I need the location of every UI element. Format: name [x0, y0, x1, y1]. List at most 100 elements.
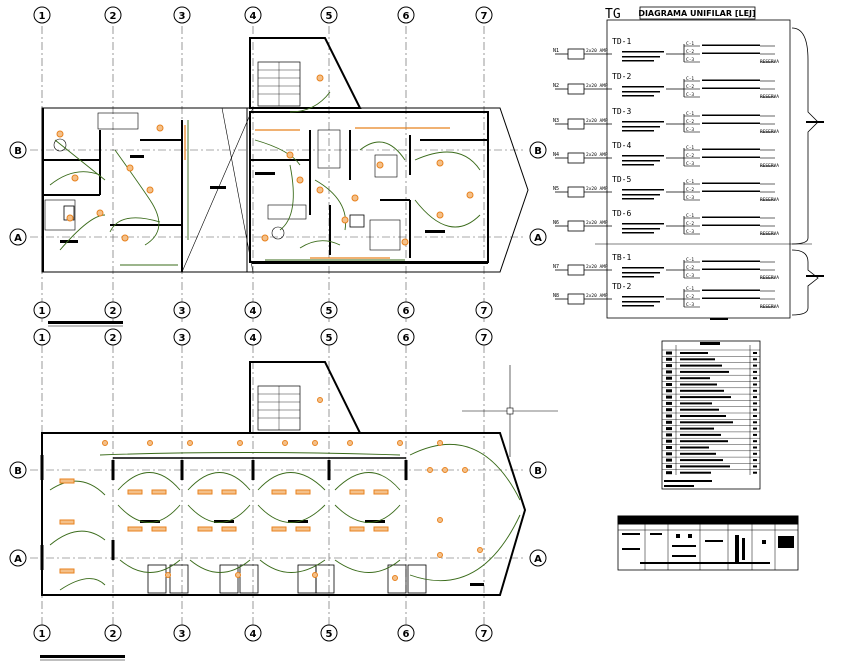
circuit-label: C-1: [686, 286, 694, 292]
circuit-label: C-2: [686, 221, 694, 227]
circuit-spec-line: [702, 114, 760, 116]
spec-line: [622, 56, 660, 58]
spec-line: [622, 160, 660, 162]
circuit-label: C-1: [686, 145, 694, 151]
breaker-rating-label: 2x20 AMP: [586, 220, 608, 226]
breaker-box: [567, 220, 585, 232]
legend-symbol: [666, 439, 672, 443]
legend-description: [680, 389, 724, 392]
circuit-label: C-3: [686, 273, 694, 279]
legend-description: [680, 440, 728, 443]
axis-col-label: 4: [250, 11, 257, 22]
spec-line: [622, 86, 664, 88]
legend-symbol: [666, 389, 672, 393]
outlet-runs-upper: [184, 125, 450, 259]
legend-symbol: [666, 464, 672, 468]
spec-line: [622, 305, 654, 307]
legend-symbol: [666, 383, 672, 386]
spec-line: [622, 130, 654, 132]
axis-col-label: 5: [326, 306, 333, 317]
axis-col-label: 7: [481, 629, 488, 640]
board-label: TD-6: [612, 209, 631, 218]
legend-code: [753, 427, 757, 430]
legend-description: [680, 364, 722, 367]
legend-description: [680, 433, 721, 436]
axis-col-label: 1: [39, 11, 46, 22]
axis-col-label: 2: [110, 333, 117, 344]
circuit-label: C-2: [686, 84, 694, 90]
feeder-cable-label: N3: [553, 118, 559, 124]
axis-row-label: B: [14, 466, 22, 477]
legend-code: [753, 358, 757, 361]
breaker-rating-label: 2x20 AMP: [586, 264, 608, 270]
breaker-box: [567, 186, 585, 198]
circuit-label: C-3: [686, 92, 694, 98]
circuit-spec-line: [702, 260, 760, 262]
spec-line: [622, 296, 664, 298]
plan-title-bar-upper: [48, 321, 123, 327]
axis-col-label: 6: [403, 11, 410, 22]
spec-line: [622, 121, 664, 123]
tg-label: TG: [605, 7, 621, 22]
spec-line: [622, 194, 660, 196]
axis-col-label: 6: [403, 306, 410, 317]
legend-description: [680, 377, 710, 380]
board-label: TD-4: [612, 141, 631, 150]
circuit-spec-line: [702, 182, 760, 184]
legend-code: [753, 459, 757, 462]
breaker-box: [567, 83, 585, 95]
circuit-label: C-2: [686, 265, 694, 271]
legend-code: [753, 389, 757, 392]
axis-col-label: 6: [403, 629, 410, 640]
axis-col-label: 5: [326, 629, 333, 640]
breaker-box: [567, 152, 585, 164]
circuit-spec-line: [702, 122, 760, 124]
circuit-label: C-1: [686, 257, 694, 263]
lighting-fixtures-lower: [59, 397, 483, 581]
legend-symbol: [666, 452, 672, 456]
circuit-spec-line: [702, 289, 760, 291]
axis-col-label: 3: [179, 333, 186, 344]
spec-line: [622, 232, 654, 234]
feeder-cable-label: N7: [553, 264, 559, 270]
axis-col-label: 2: [110, 629, 117, 640]
axis-col-label: 3: [179, 306, 186, 317]
spec-line: [622, 228, 660, 230]
legend-description: [680, 408, 719, 411]
axis-col-label: 1: [39, 306, 46, 317]
circuit-label: C-3: [686, 127, 694, 133]
circuit-label: C-3: [686, 229, 694, 235]
spec-line: [622, 95, 654, 97]
legend-symbol: [666, 420, 672, 424]
legend-symbol: [666, 351, 672, 355]
floor-plan-lower: [40, 361, 527, 596]
circuit-wiring-upper: [49, 91, 481, 266]
legend-description: [680, 452, 716, 455]
legend-description: [680, 415, 726, 417]
board-label: TD-2: [612, 72, 631, 81]
breaker-rating-label: 2x20 AMP: [586, 152, 608, 158]
legend-table: [661, 340, 761, 490]
breaker-box: [567, 48, 585, 60]
axis-col-label: 7: [481, 333, 488, 344]
circuit-label: C-2: [686, 153, 694, 159]
legend-code: [753, 471, 757, 474]
breaker-rating-label: 2x20 AMP: [586, 186, 608, 192]
axis-row-label: B: [14, 146, 22, 157]
circuit-label: C-2: [686, 187, 694, 193]
spec-line: [622, 267, 664, 269]
legend-symbol: [666, 414, 672, 418]
legend-code: [753, 408, 757, 411]
spec-line: [622, 301, 660, 303]
circuit-label: C-3: [686, 161, 694, 167]
legend-description: [680, 370, 729, 373]
legend-description: [680, 421, 733, 424]
spec-line: [622, 91, 660, 93]
lighting-fixtures-upper: [56, 74, 474, 246]
feeder-cable-label: N6: [553, 220, 559, 226]
circuit-label: C-2: [686, 119, 694, 125]
breaker-box: [567, 293, 585, 305]
legend-description: [680, 446, 709, 449]
circuit-label: C-3: [686, 195, 694, 201]
legend-code: [753, 452, 757, 455]
